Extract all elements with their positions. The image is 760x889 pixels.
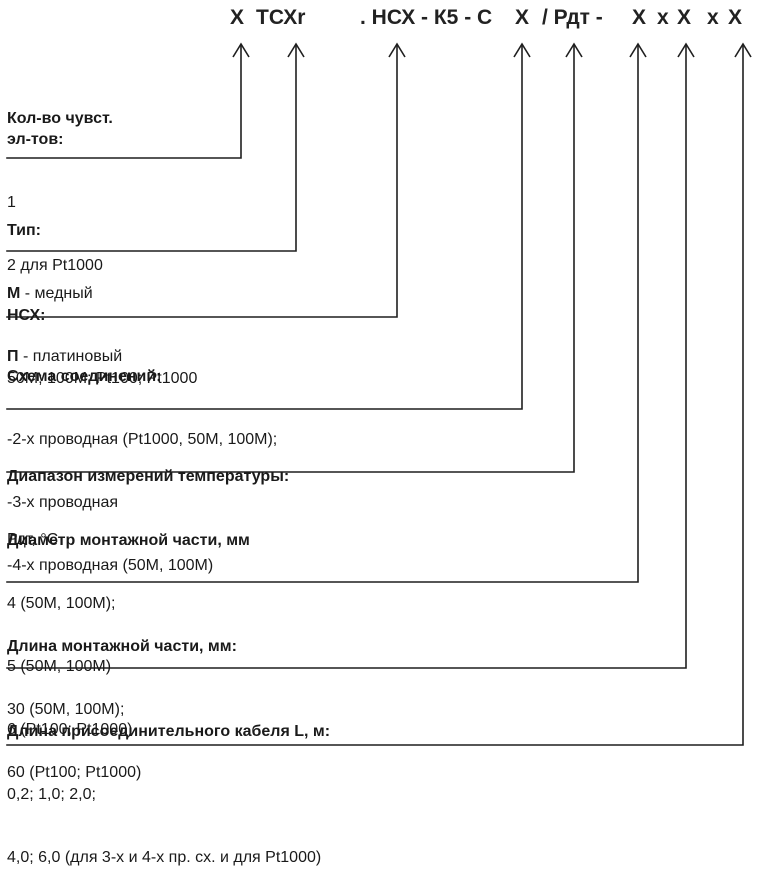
connector-count: [6, 44, 242, 159]
arrowhead-type: [287, 42, 305, 58]
option-line: М - медный: [7, 283, 122, 304]
code-separator-1: х: [657, 6, 669, 29]
block-title: Длина присоединительного кабеля L, м:: [7, 723, 331, 740]
block-title: Тип:: [7, 222, 41, 239]
option-text: 4,0; 6,0 (для 3-х и 4-х пр. сх. и для Pt…: [7, 849, 322, 866]
option-text: Рдт, °С: [7, 531, 59, 548]
option-text: 4 (50М, 100М);: [7, 595, 116, 612]
option-text: - платиновый: [18, 348, 123, 365]
arrowhead-scheme: [513, 42, 531, 58]
option-text: - медный: [20, 285, 93, 302]
arrowhead-cable: [734, 42, 752, 58]
code-segment-diameter: Х: [632, 6, 647, 29]
block-nsx: НСХ: 50М; 100М; Pt100; Pt1000: [7, 263, 197, 410]
arrowhead-nsx: [388, 42, 406, 58]
connector-cable: [6, 44, 744, 746]
option-code: П: [7, 348, 19, 365]
option-text: 5 (50М, 100М): [7, 658, 112, 675]
option-text: -3-х проводная: [7, 494, 119, 511]
option-text: -2-х проводная (Pt1000, 50М, 100М);: [7, 431, 278, 448]
block-cable-length: Длина присоединительного кабеля L, м: 0,…: [7, 679, 330, 889]
block-connection-scheme: Схема соединений: -2-х проводная (Pt1000…: [7, 324, 277, 597]
option-code: М: [7, 285, 21, 302]
block-mount-diameter: Диаметр монтажной части, мм 4 (50М, 100М…: [7, 488, 250, 761]
code-segment-nsx: . НСХ - К5 - С: [360, 6, 493, 29]
block-sensor-count: Кол-во чувст. эл-тов: 1 2 для Pt1000: [7, 66, 113, 297]
option-text: 30 (50М, 100М);: [7, 701, 125, 718]
code-segment-count: X: [230, 6, 245, 29]
block-title: Схема соединений:: [7, 368, 162, 385]
connector-type: [6, 44, 297, 252]
connector-diameter: [6, 44, 639, 583]
code-segment-cable: Х: [728, 6, 743, 29]
option-line: П - платиновый: [7, 346, 122, 367]
option-text: -4-х проводная (50М, 100М): [7, 557, 214, 574]
connector-length: [6, 44, 687, 669]
block-temperature-range: Диапазон измерений температуры: Рдт, °С: [7, 424, 289, 571]
block-title: НСХ:: [7, 307, 46, 324]
arrowhead-length: [677, 42, 695, 58]
option-text: 1: [7, 194, 16, 211]
code-separator-2: х: [707, 6, 719, 29]
block-title: Кол-во чувст. эл-тов:: [7, 110, 113, 148]
connector-scheme: [6, 44, 523, 410]
connector-lines: [6, 42, 752, 746]
option-text: 0,2; 1,0; 2,0;: [7, 786, 96, 803]
code-segment-length: Х: [677, 6, 692, 29]
code-segment-range: / Рдт -: [542, 6, 603, 29]
block-title: Диаметр монтажной части, мм: [7, 532, 250, 549]
connector-nsx: [6, 44, 398, 318]
block-title: Длина монтажной части, мм:: [7, 638, 237, 655]
code-segment-scheme: Х: [515, 6, 530, 29]
arrowhead-range: [565, 42, 583, 58]
option-text: 6 (Pt100; Pt1000): [7, 721, 133, 738]
arrowhead-count: [232, 42, 250, 58]
block-type: Тип: М - медный П - платиновый: [7, 178, 122, 388]
code-segment-type: ТСХr: [256, 6, 306, 29]
option-text: 2 для Pt1000: [7, 257, 103, 274]
arrowhead-diameter: [629, 42, 647, 58]
block-title: Диапазон измерений температуры:: [7, 468, 290, 485]
option-text: 50М; 100М; Pt100; Pt1000: [7, 370, 198, 387]
connector-range: [6, 44, 575, 473]
